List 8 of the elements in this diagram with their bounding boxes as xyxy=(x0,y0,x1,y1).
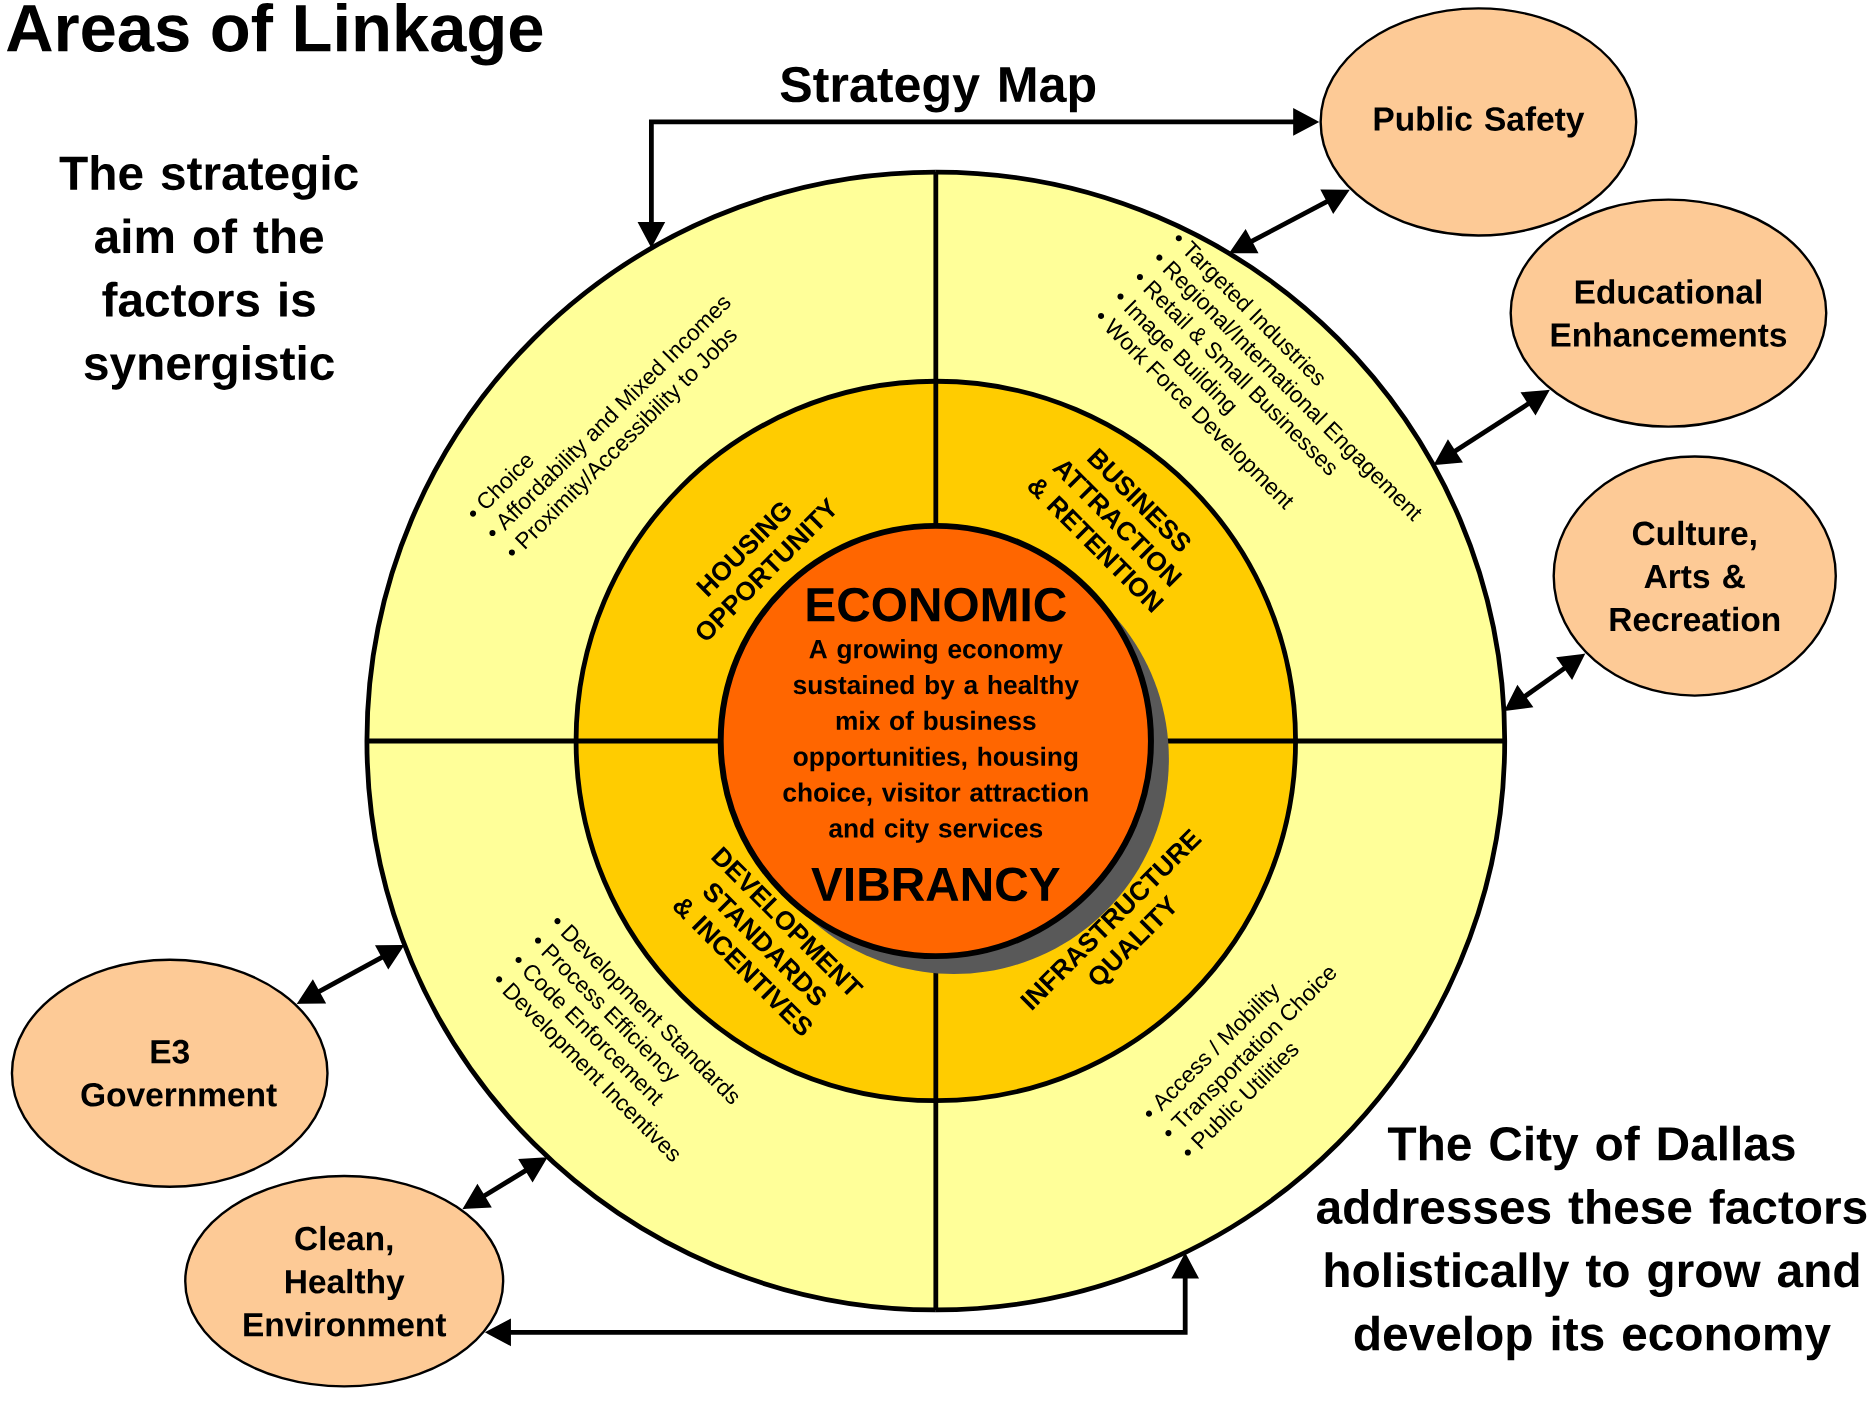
title: Areas of Linkage xyxy=(6,2,543,66)
side-note: The strategic aim of the factors is synergistic xyxy=(59,154,358,390)
heading-text: Strategy Map xyxy=(780,66,1096,113)
ellipse-node: Clean, Healthy Environment xyxy=(184,1174,505,1388)
ellipse-node: Educational Enhancements xyxy=(1509,198,1828,428)
ellipse-node: Public Safety xyxy=(1319,6,1638,237)
ellipse-node: Culture, Arts & Recreation xyxy=(1552,455,1837,697)
ellipse-node: E3 Government xyxy=(10,958,329,1188)
